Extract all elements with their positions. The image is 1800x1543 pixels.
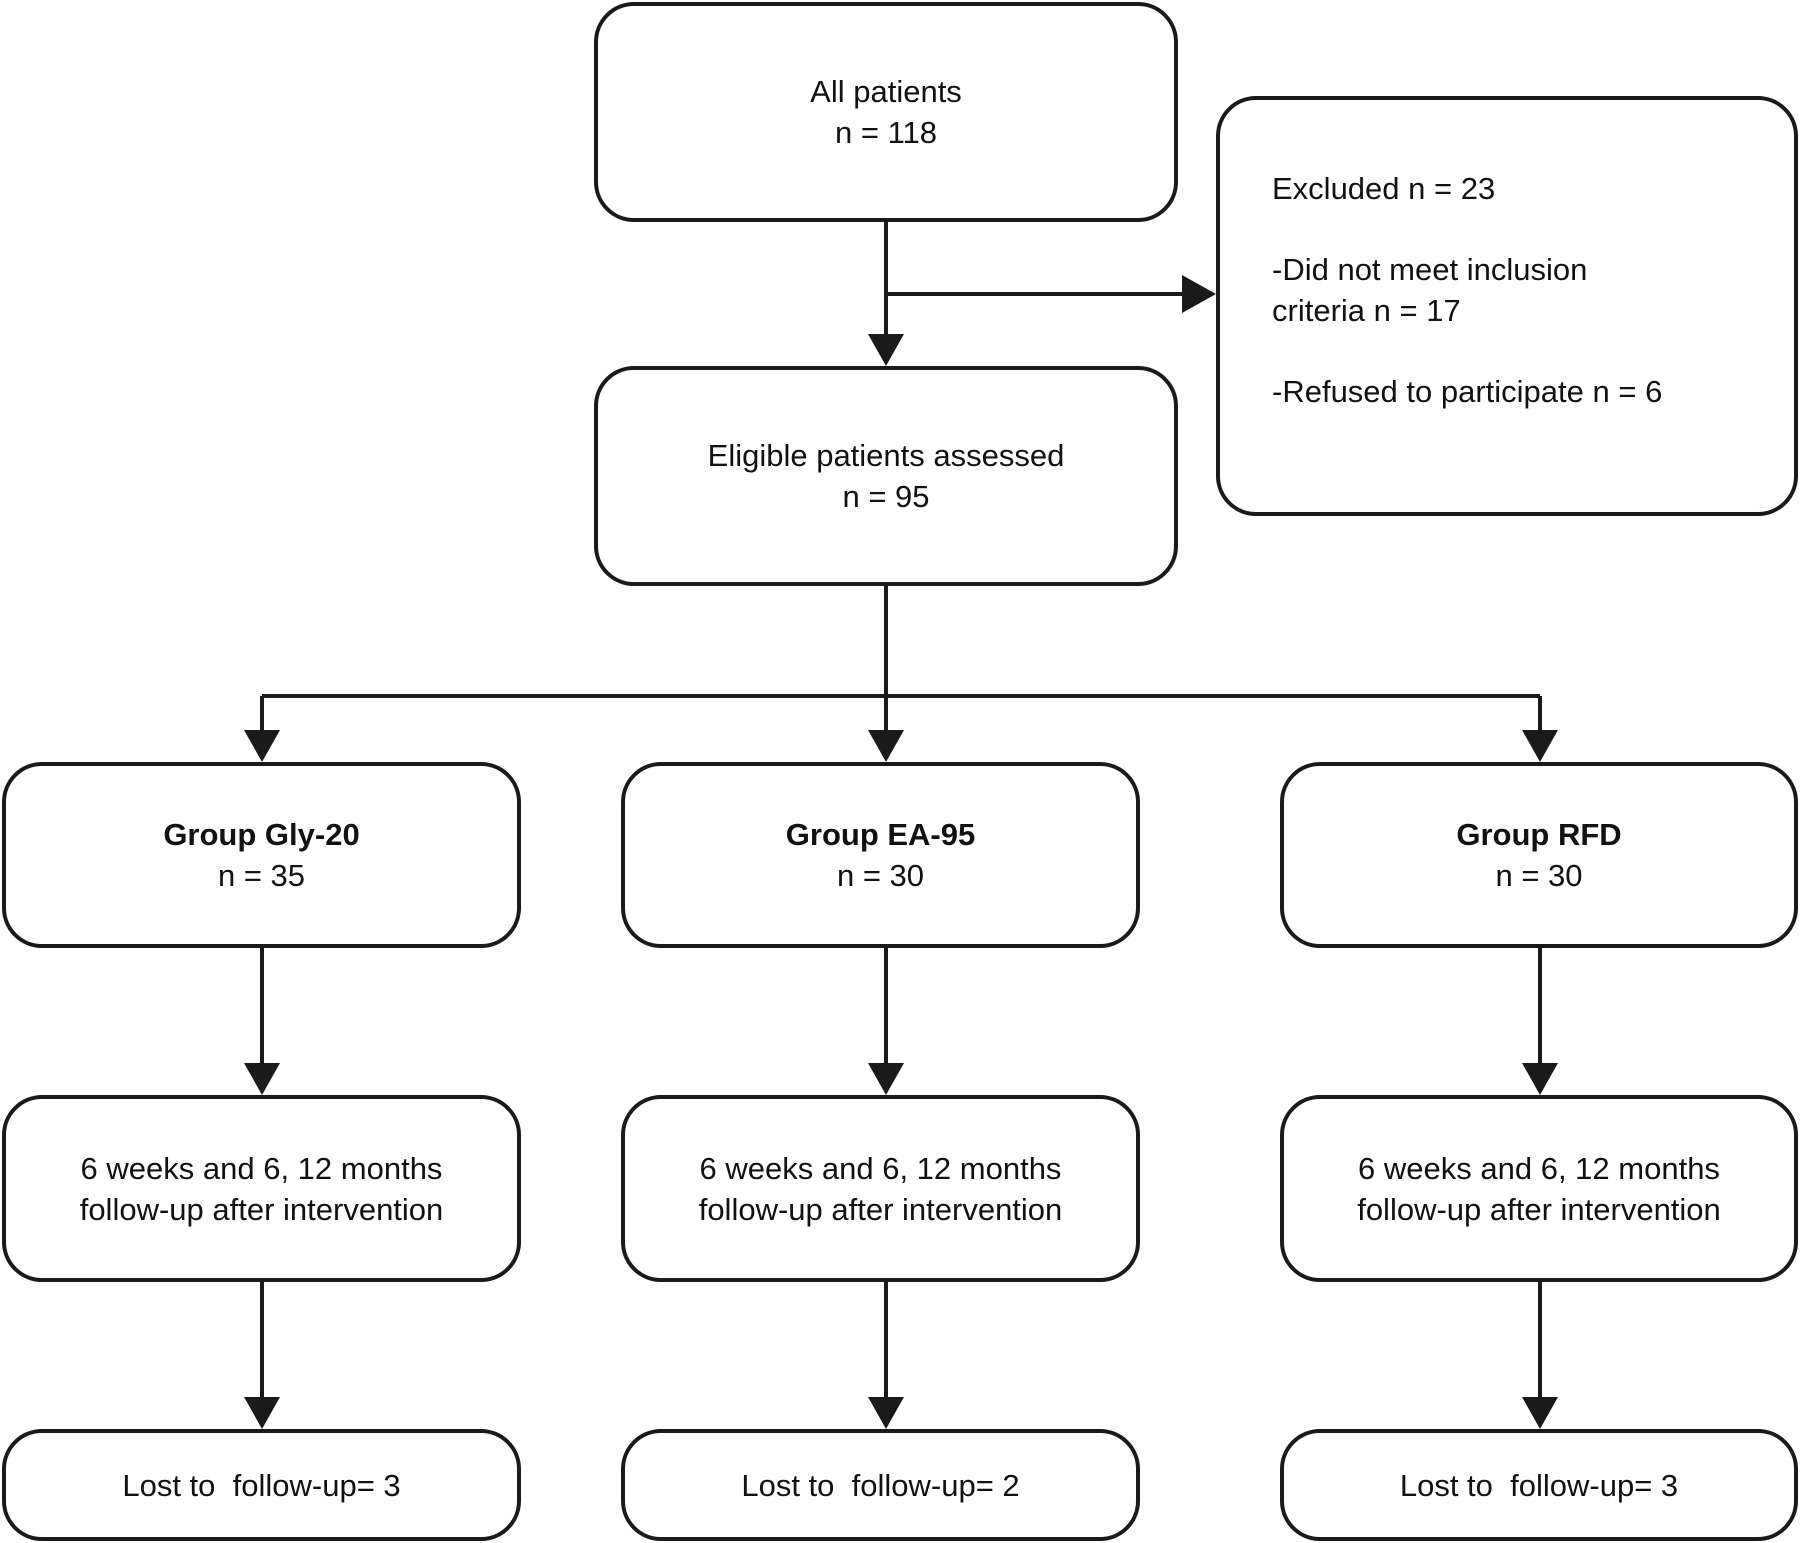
eligible-count: n = 95 [842,479,930,514]
arrowhead-lost1 [244,1397,280,1429]
followup-line2: follow-up after intervention [698,1191,1063,1227]
group-box: Group EA-95 n = 30 [621,762,1140,948]
lost-followup-text: Lost to follow-up= 2 [741,1467,1020,1503]
arrowhead-followup2 [868,1063,904,1095]
followup-box: 6 weeks and 6, 12 months follow-up after… [1280,1095,1798,1282]
arrowhead-followup3 [1522,1063,1558,1095]
group-box: Group RFD n = 30 [1280,762,1798,948]
excluded-box: Excluded n = 23 -Did not meet inclusion … [1216,96,1798,516]
lost-followup-text: Lost to follow-up= 3 [1399,1467,1679,1503]
eligible-label: Eligible patients assessed [707,438,1065,473]
followup-line2: follow-up after intervention [1357,1191,1721,1227]
followup-line1: 6 weeks and 6, 12 months [1358,1150,1720,1186]
arrowhead-lost2 [868,1397,904,1429]
group-name: Group RFD [1456,817,1622,852]
group-count: n = 30 [1495,858,1583,893]
arrowhead-group2 [868,730,904,762]
arrowhead-lost3 [1522,1397,1558,1429]
group-count: n = 30 [836,858,925,893]
arrowhead-followup1 [244,1063,280,1095]
lost-followup-box: Lost to follow-up= 2 [621,1429,1140,1541]
arrowhead-group1 [244,730,280,762]
all-patients-label: All patients [810,74,962,109]
group-name: Group Gly-20 [163,817,360,852]
excluded-reason-refused: -Refused to participate n = 6 [1272,374,1663,409]
lost-followup-box: Lost to follow-up= 3 [1280,1429,1798,1541]
followup-line2: follow-up after intervention [79,1191,444,1227]
lost-followup-text: Lost to follow-up= 3 [122,1467,401,1503]
arrowhead-eligible [868,334,904,366]
all-patients-box: All patients n = 118 [594,2,1178,222]
lost-followup-box: Lost to follow-up= 3 [2,1429,521,1541]
eligible-box: Eligible patients assessed n = 95 [594,366,1178,586]
excluded-reason-inclusion-line2: criteria n = 17 [1272,293,1461,328]
group-box: Group Gly-20 n = 35 [2,762,521,948]
followup-box: 6 weeks and 6, 12 months follow-up after… [621,1095,1140,1282]
followup-line1: 6 weeks and 6, 12 months [80,1150,443,1186]
arrowhead-group3 [1522,730,1558,762]
group-count: n = 35 [217,858,306,893]
followup-line1: 6 weeks and 6, 12 months [699,1150,1062,1186]
followup-box: 6 weeks and 6, 12 months follow-up after… [2,1095,521,1282]
arrowhead-excluded [1182,275,1216,313]
excluded-title: Excluded n = 23 [1272,171,1496,206]
excluded-reason-inclusion-line1: -Did not meet inclusion [1272,252,1588,287]
all-patients-count: n = 118 [835,115,937,150]
group-name: Group EA-95 [785,817,976,852]
